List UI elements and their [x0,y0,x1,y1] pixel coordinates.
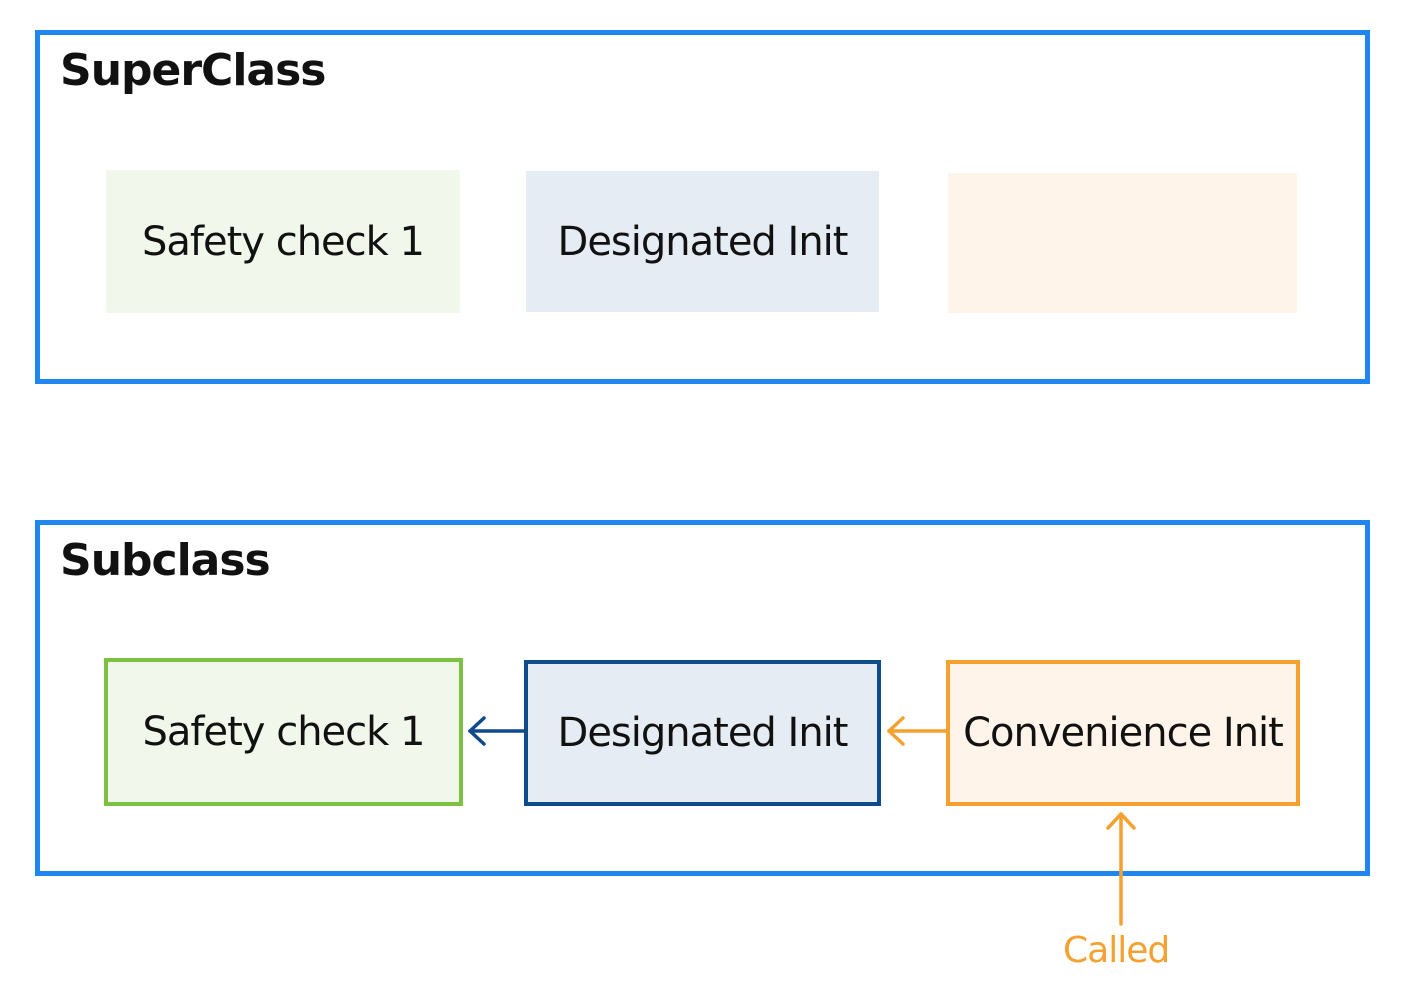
superclass-safety-check-box: Safety check 1 [106,170,460,313]
superclass-title: SuperClass [60,45,326,96]
arrow-convenience-to-designated [887,716,948,746]
superclass-convenience-init-box [948,173,1297,313]
superclass-frame: SuperClass [35,30,1370,384]
subclass-frame: Subclass [35,520,1370,876]
subclass-title: Subclass [60,535,271,586]
subclass-designated-init-box: Designated Init [524,660,881,806]
subclass-safety-check-box: Safety check 1 [104,658,463,806]
subclass-convenience-init-box: Convenience Init [946,660,1300,806]
superclass-designated-init-box: Designated Init [526,171,879,312]
called-label: Called [1063,930,1170,971]
arrow-designated-to-safety [468,716,526,746]
arrow-called-to-convenience [1106,812,1136,926]
